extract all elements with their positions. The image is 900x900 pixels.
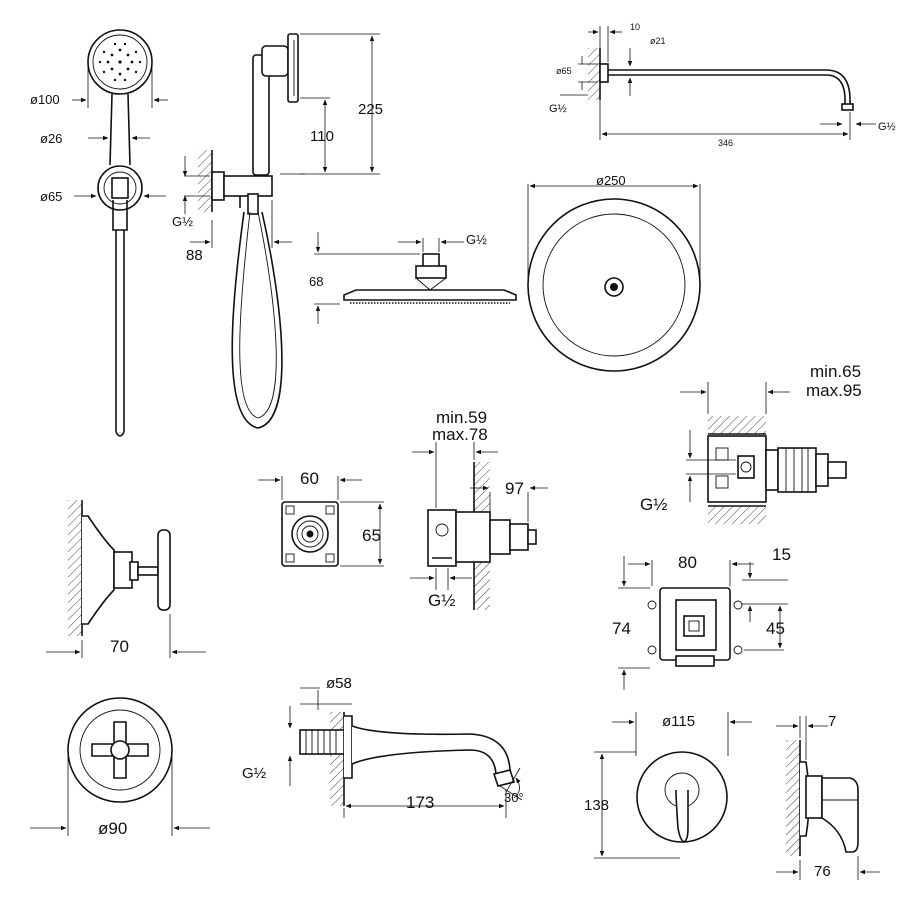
small-box-front-drawing: [281, 501, 339, 567]
shower-head-68-label: 68: [309, 274, 323, 289]
shower-arm-10-label: 10: [630, 22, 640, 32]
mixer-dims: ø115 138 7 76: [584, 712, 880, 880]
shower-arm-drawing: [588, 48, 854, 111]
small-box-front-dims: 60 65: [258, 469, 384, 567]
shower-head-top-dims: ø250: [527, 173, 701, 280]
shower-head-side-dims: 68 G½: [309, 232, 487, 324]
square-box-dims: 80 15 74 45: [612, 545, 791, 690]
shower-arm-d21-label: ø21: [650, 36, 666, 46]
handshower-d65-label: ø65: [40, 189, 62, 204]
valve-front-d90-label: ø90: [98, 819, 127, 838]
small-box-side-drawing: [427, 462, 537, 610]
spout-dims: ø58 G½ 173 30°: [242, 675, 524, 818]
handshower-drawing: [87, 29, 153, 437]
square-box-45-label: 45: [766, 619, 785, 638]
small-box-max78-label: max.78: [432, 425, 488, 444]
shower-arm-346-label: 346: [718, 138, 733, 148]
mixer-76-label: 76: [814, 863, 831, 880]
box-top-right-dims: min.65 max.95 G½: [640, 362, 862, 514]
small-box-97-label: 97: [505, 479, 524, 498]
wall-handshower-drawing: [198, 33, 299, 429]
mixer-d115-label: ø115: [662, 713, 695, 730]
wall-handshower-88-label: 88: [186, 247, 203, 264]
valve-side-dims: 70: [46, 614, 206, 658]
shower-head-top-drawing: [527, 198, 701, 372]
shower-head-d250-label: ø250: [596, 173, 626, 188]
spout-g12-label: G½: [242, 765, 267, 782]
wall-handshower-g12-label: G½: [172, 214, 193, 229]
valve-front-dims: ø90: [30, 754, 210, 838]
spout-173-label: 173: [406, 793, 434, 812]
shower-arm-dims: 10 ø21 ø65 G½ 346 G½: [549, 22, 896, 148]
square-box-15-label: 15: [772, 545, 791, 564]
wall-handshower-225-label: 225: [358, 101, 383, 118]
mixer-side-drawing: [786, 740, 859, 856]
shower-head-g12-label: G½: [466, 232, 487, 247]
square-box-80-label: 80: [678, 553, 697, 572]
shower-arm-g12-left-label: G½: [549, 103, 567, 115]
handshower-d26-label: ø26: [40, 131, 62, 146]
square-box-74-label: 74: [612, 619, 631, 638]
wall-handshower-110-label: 110: [310, 128, 334, 145]
handshower-dims: ø100 ø26 ø65: [30, 60, 168, 204]
small-box-g12-label: G½: [428, 591, 455, 610]
small-box-side-dims: min.59 max.78 97 G½: [410, 408, 548, 610]
valve-front-drawing: [67, 697, 173, 803]
handshower-d100-label: ø100: [30, 92, 60, 107]
box-g12-label: G½: [640, 495, 667, 514]
valve-side-70-label: 70: [110, 637, 129, 656]
spout-angle-label: 30°: [504, 790, 524, 805]
box-min65-label: min.65: [810, 362, 861, 381]
box-top-right-drawing: [707, 416, 847, 524]
mixer-7-label: 7: [828, 713, 836, 730]
small-box-65-label: 65: [362, 526, 381, 545]
spout-drawing: [299, 712, 516, 806]
spout-d58-label: ø58: [326, 675, 352, 692]
shower-head-side-drawing: [343, 253, 517, 304]
valve-side-drawing: [68, 500, 171, 636]
box-max95-label: max.95: [806, 381, 862, 400]
small-box-min59-label: min.59: [436, 408, 487, 427]
mixer-138-label: 138: [584, 797, 609, 814]
square-box-drawing: [647, 587, 743, 667]
mixer-front-drawing: [636, 751, 728, 843]
shower-arm-g12-right-label: G½: [878, 121, 896, 133]
small-box-60-label: 60: [300, 469, 319, 488]
wall-handshower-dims: 225 110 88 G½: [172, 33, 383, 264]
shower-arm-d65-label: ø65: [556, 66, 572, 76]
